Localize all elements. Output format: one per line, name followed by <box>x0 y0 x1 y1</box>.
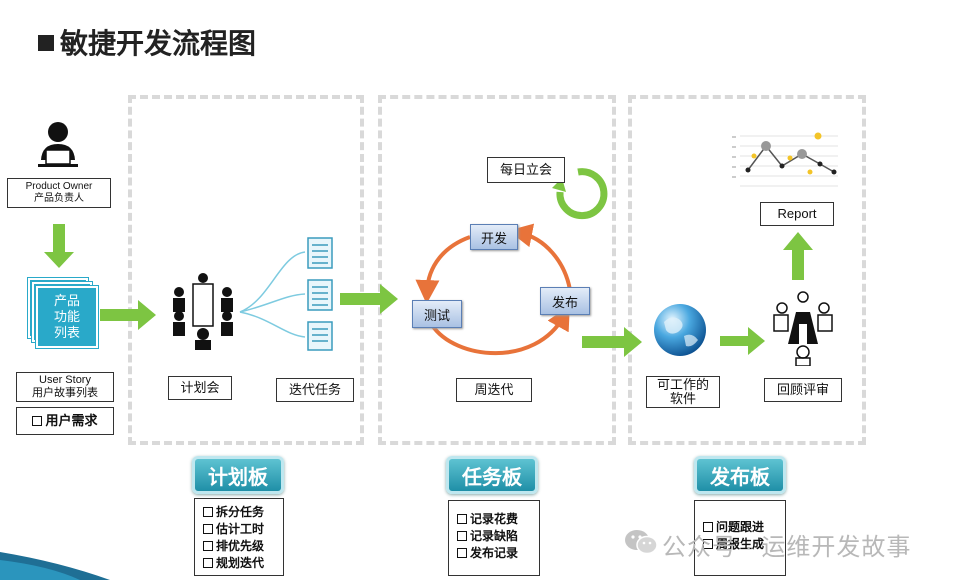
arrow-tasks-to-sprint <box>340 284 398 314</box>
arrow-down-po <box>44 224 74 268</box>
arrow-sprint-to-software <box>582 327 642 357</box>
sprint-panel <box>378 95 616 445</box>
review-box: 回顾评审 <box>764 378 842 402</box>
release-board-list: 问题跟进 周报生成 <box>694 500 786 576</box>
bullet-square-icon <box>38 35 54 51</box>
arrow-review-to-report <box>783 232 813 280</box>
cycle-arrow-release-develop <box>508 223 572 291</box>
release-board-badge: 发布板 <box>694 456 786 494</box>
planning-meeting-box: 计划会 <box>168 376 232 400</box>
wechat-logo-icon <box>625 530 658 555</box>
product-owner-icon <box>38 122 78 167</box>
task-connectors <box>239 251 306 338</box>
cycle-arrow-test-release <box>430 305 570 356</box>
daily-cycle-icon <box>556 168 608 220</box>
plan-board-list: 拆分任务 估计工时 排优先级 规划迭代 <box>194 498 284 576</box>
task-documents-icon <box>307 237 333 351</box>
watermark-text: 公众号 · 运维开发故事 <box>662 534 912 561</box>
iteration-tasks-box: 迭代任务 <box>276 378 354 402</box>
page-title: 敏捷开发流程图 <box>38 22 256 62</box>
product-owner-box: Product Owner 产品负责人 <box>7 178 111 208</box>
backlog-stack-front: 产品 功能 列表 <box>36 286 98 348</box>
plan-board-badge: 计划板 <box>192 456 284 494</box>
report-box: Report <box>760 202 834 226</box>
checkbox-icon <box>32 416 43 426</box>
review-meeting-icon <box>773 291 833 366</box>
release-panel <box>628 95 866 445</box>
cycle-arrow-develop-test <box>415 235 471 304</box>
planning-panel <box>128 95 364 445</box>
daily-standup-box: 每日立会 <box>487 157 565 183</box>
task-board-badge: 任务板 <box>446 456 538 494</box>
user-needs-box: 用户需求 <box>16 407 114 435</box>
working-software-box: 可工作的 软件 <box>646 376 720 408</box>
globe-icon <box>654 304 706 356</box>
cycle-node-test: 测试 <box>412 300 462 328</box>
user-story-box: User Story 用户故事列表 <box>16 372 114 402</box>
cycle-node-release: 发布 <box>540 287 590 315</box>
cycle-node-develop: 开发 <box>470 224 518 250</box>
meeting-icon <box>173 273 233 350</box>
sprint-box: 周迭代 <box>456 378 532 402</box>
arrow-software-to-review <box>720 327 765 355</box>
arrow-backlog-to-meeting <box>100 300 156 330</box>
task-board-list: 记录花费 记录缺陷 发布记录 <box>448 500 540 576</box>
report-chart-icon <box>732 132 838 187</box>
